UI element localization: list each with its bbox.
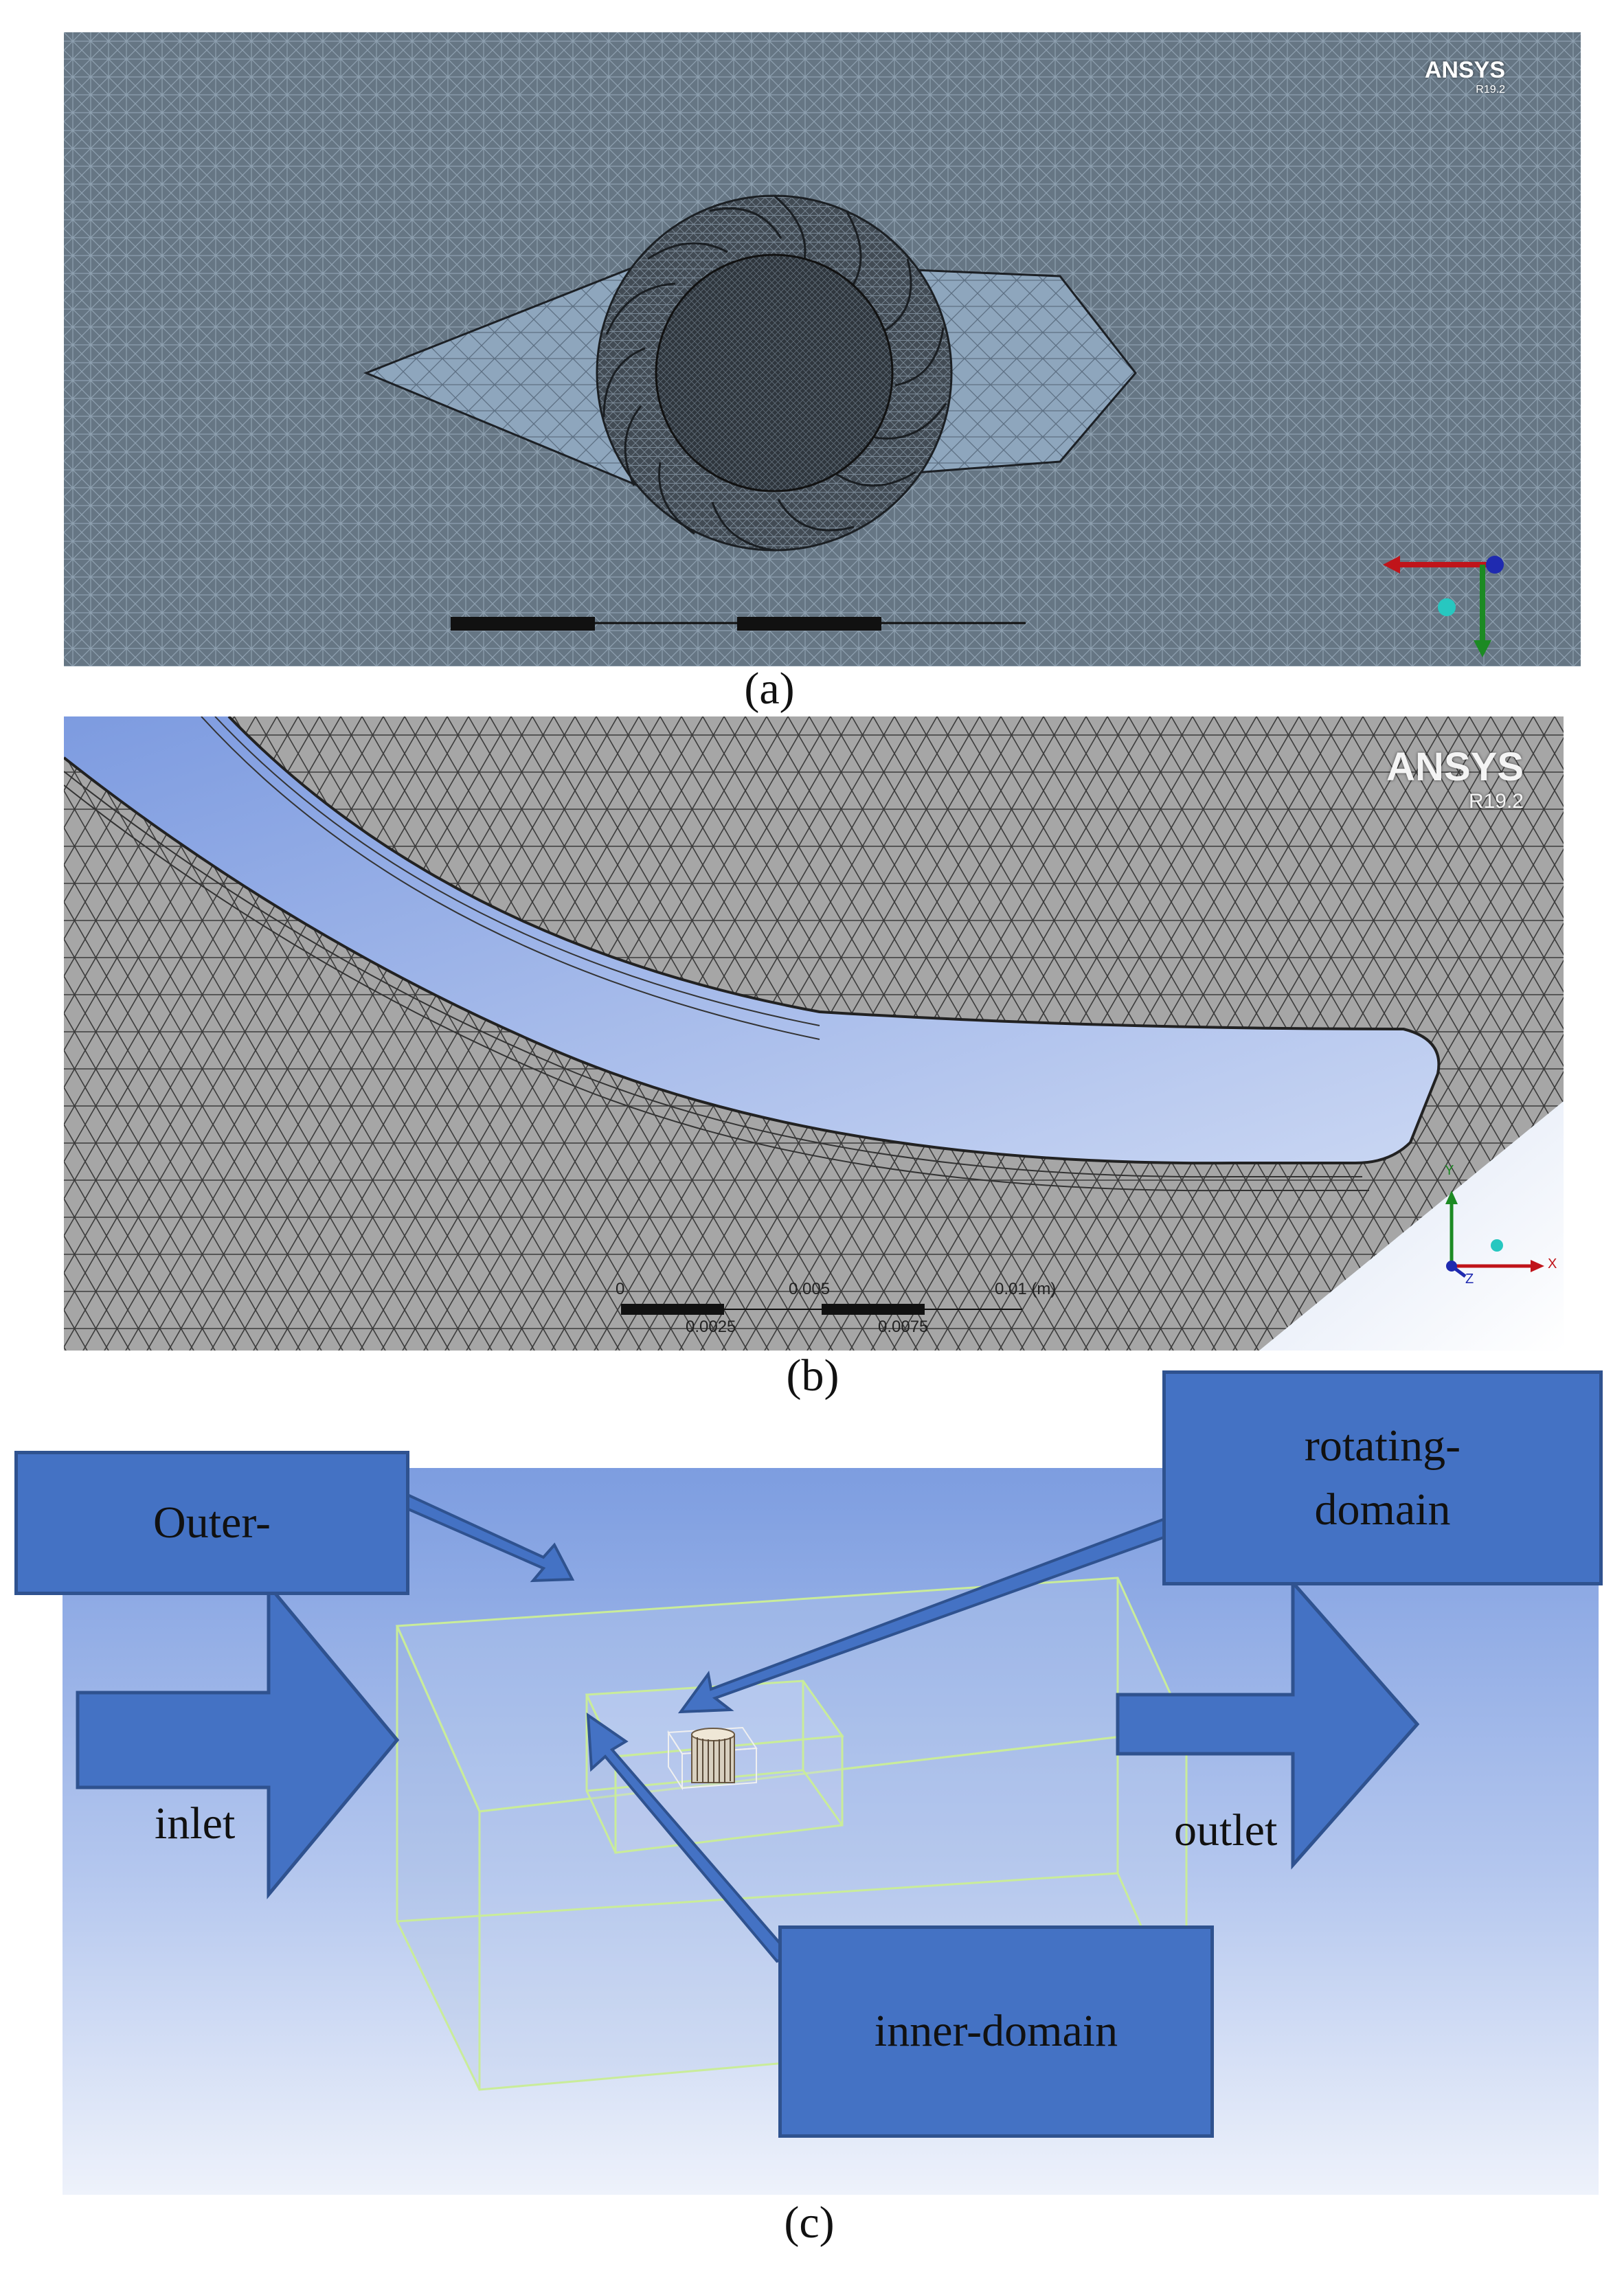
outer-domain-callout: Outer- (14, 1451, 409, 1595)
caption-a: (a) (744, 664, 795, 714)
panel-a-mesh-svg (64, 32, 1581, 666)
corner-background (1259, 1101, 1564, 1351)
outlet-label: outlet (1174, 1805, 1278, 1855)
ansys-version-a: R19.2 (1476, 84, 1505, 95)
rotating-arrow (677, 1515, 1177, 1714)
scale-tick-00075: 0.0075 (878, 1318, 929, 1336)
ansys-brand-b: ANSYS (1386, 745, 1524, 789)
ansys-logo-a: ANSYS R19.2 (1425, 57, 1505, 96)
scale-tick-0: 0 (616, 1280, 625, 1298)
rotating-domain-text: rotating- domain (1304, 1421, 1461, 1535)
outer-domain-text: Outer- (153, 1497, 271, 1548)
scale-bar-a (451, 617, 1026, 631)
outer-arrow (398, 1492, 575, 1583)
ansys-version-b: R19.2 (1468, 790, 1524, 813)
inner-domain-callout: inner-domain (778, 1925, 1214, 2138)
rotor-blades (602, 194, 947, 552)
rotor-cylinder (691, 1728, 735, 1783)
outlet-arrow-shape (1116, 1578, 1420, 1870)
caption-b: (b) (786, 1351, 839, 1401)
inlet-label: inlet (155, 1798, 236, 1849)
ansys-brand-a: ANSYS (1424, 57, 1505, 83)
rotor-inner-disk (655, 253, 894, 493)
panel-a-mesh: ANSYS R19.2 (64, 32, 1581, 666)
scale-bar-b (621, 1304, 1022, 1315)
scale-tick-0005: 0.005 (789, 1280, 831, 1298)
blade-cut-region (64, 716, 1439, 1164)
panel-b-mesh: ANSYS R19.2 0 0.005 0.01 (m) 0.0025 0.00… (64, 716, 1564, 1351)
axis-label-z: Z (1465, 1272, 1474, 1287)
inlet-arrow-shape (76, 1581, 400, 1899)
caption-c: (c) (784, 2198, 835, 2248)
axis-label-x: X (1548, 1256, 1557, 1272)
scale-tick-00025: 0.0025 (686, 1318, 736, 1336)
scale-tick-001: 0.01 (m) (995, 1280, 1057, 1298)
inner-domain-text: inner-domain (874, 2006, 1118, 2057)
rotating-domain-callout: rotating- domain (1162, 1370, 1603, 1585)
inner-arrow (586, 1713, 793, 1963)
boundary-layers (64, 716, 1369, 1192)
axis-triad-a (1383, 556, 1504, 657)
axis-triad-b (1445, 1190, 1544, 1278)
panel-b-mesh-svg (64, 716, 1564, 1351)
axis-label-y: Y (1445, 1163, 1454, 1178)
callout-arrows (398, 1492, 1177, 1963)
ansys-logo-b: ANSYS R19.2 (1386, 744, 1524, 813)
